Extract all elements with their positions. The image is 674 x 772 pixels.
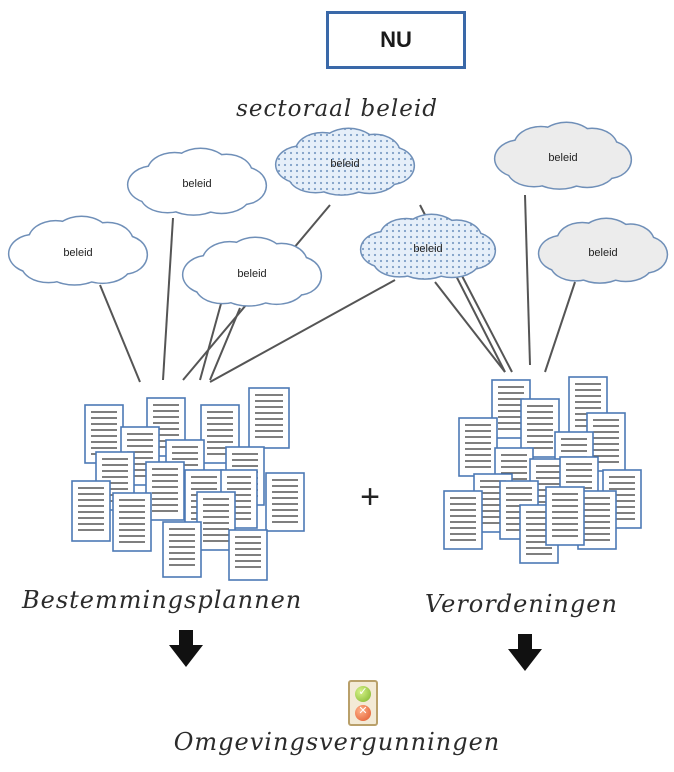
document-icon — [265, 472, 305, 532]
policy-cloud: beleid — [126, 147, 268, 216]
connector-line — [162, 217, 174, 381]
connector-line — [199, 299, 223, 381]
label-omgevingsvergunningen: Omgevingsvergunningen — [173, 728, 501, 756]
cloud-body — [556, 232, 650, 272]
cloud-body — [379, 228, 477, 268]
traffic-light-icon: ✓ ✕ — [348, 680, 378, 726]
connector-line — [99, 284, 141, 383]
title-box: NU — [326, 11, 466, 69]
red-light-icon: ✕ — [355, 704, 371, 721]
cloud-body — [27, 230, 129, 274]
document-icon — [71, 480, 111, 542]
document-icon — [196, 491, 236, 551]
document-icon — [112, 492, 152, 552]
document-icon — [248, 387, 290, 449]
plus-sign: + — [360, 478, 380, 516]
subtitle-sectoraal-beleid: sectoraal beleid — [236, 96, 438, 122]
cloud-body — [294, 142, 396, 184]
document-stack-right — [443, 376, 642, 564]
document-stack-left — [71, 387, 305, 581]
policy-cloud: beleid — [181, 236, 323, 307]
connector-line — [434, 281, 506, 373]
connector-line — [209, 279, 396, 383]
cloud-label: beleid — [63, 247, 92, 259]
policy-cloud: beleid — [493, 121, 633, 190]
policy-cloud: beleid — [7, 215, 149, 286]
label-verordeningen: Verordeningen — [425, 590, 618, 618]
connector-line — [524, 194, 531, 366]
cloud-label: beleid — [237, 268, 266, 280]
label-bestemmingsplannen: Bestemmingsplannen — [22, 586, 303, 614]
document-icon — [145, 461, 185, 521]
document-icon — [162, 521, 202, 578]
cloud-label: beleid — [588, 247, 617, 259]
document-icon — [443, 490, 483, 550]
document-icon — [545, 486, 585, 546]
cloud-label: beleid — [413, 243, 442, 255]
connector-line — [544, 281, 576, 373]
policy-clouds: beleid beleid beleid beleid beleid beleid bele… — [7, 121, 669, 307]
cloud-label: beleid — [548, 152, 577, 164]
document-icon — [228, 529, 268, 581]
policy-cloud: beleid — [537, 217, 669, 284]
cloud-body — [146, 162, 248, 204]
cloud-label: beleid — [182, 178, 211, 190]
policy-cloud: beleid — [274, 127, 416, 196]
connector-line — [209, 307, 241, 381]
cloud-label: beleid — [330, 158, 359, 170]
connector-lines — [99, 194, 576, 383]
policy-cloud: beleid — [359, 213, 497, 280]
cloud-body — [201, 251, 303, 295]
green-light-icon: ✓ — [355, 685, 371, 702]
cloud-body — [513, 136, 613, 178]
document-icon — [458, 417, 498, 477]
connector-line — [459, 271, 513, 373]
